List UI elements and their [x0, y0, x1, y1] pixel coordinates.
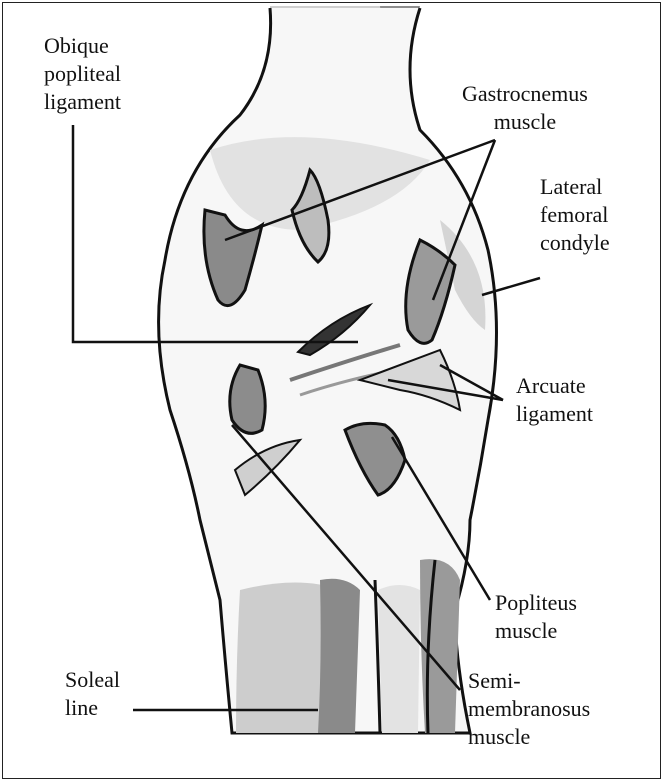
label-soleal-line: Soleal line	[65, 666, 120, 722]
fibula-shaft	[318, 579, 360, 733]
label-semimembranosus-muscle: Semi- membranosus muscle	[468, 667, 590, 751]
label-lateral-femoral-condyle: Lateral femoral condyle	[540, 173, 610, 257]
label-arcuate-ligament: Arcuate ligament	[516, 372, 593, 428]
label-popliteus-muscle: Popliteus muscle	[495, 589, 577, 645]
label-oblique-popliteal-ligament: Obique popliteal ligament	[44, 32, 121, 116]
label-gastrocnemius-muscle: Gastrocnemus muscle	[462, 80, 588, 136]
semimembranosus-tendon	[230, 365, 265, 433]
tibia-lateral-shade	[378, 585, 420, 733]
